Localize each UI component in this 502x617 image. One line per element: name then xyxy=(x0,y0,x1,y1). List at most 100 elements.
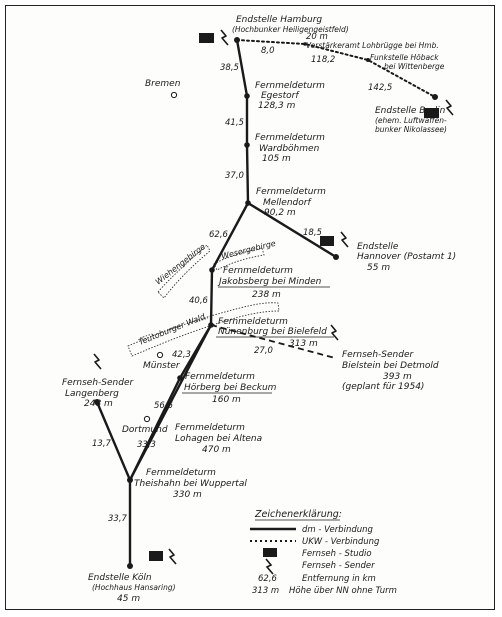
label-bielstein-l3: 393 m xyxy=(383,372,412,382)
bolt-icon-hannover xyxy=(340,231,349,248)
legend-studio-label: Fernseh - Studio xyxy=(302,549,372,559)
distance-37-0: 37,0 xyxy=(225,171,244,181)
node-koeln xyxy=(127,563,133,569)
label-theishahn-l1: Fernmeldeturm xyxy=(146,468,216,478)
station-labels: Endstelle Hamburg (Hochbunker Heiligenge… xyxy=(62,15,456,604)
distance-56-6: 56,6 xyxy=(154,401,174,411)
label-hannover-l2: Hannover (Postamt 1) xyxy=(357,252,456,262)
label-jakobsberg-l1: Fernmeldeturm xyxy=(223,266,293,276)
label-dortmund: Dortmund xyxy=(122,425,168,435)
distance-20m: 20 m xyxy=(306,32,328,42)
bolt-icon-hamburg xyxy=(220,29,229,46)
link-mellendorf-hannover xyxy=(246,201,338,259)
label-egestorf-l3: 128,3 m xyxy=(258,101,296,111)
distance-142-5: 142,5 xyxy=(368,83,392,93)
distance-18-5: 18,5 xyxy=(303,228,322,238)
label-nuenenburg-l3: 313 m xyxy=(289,339,318,349)
legend: Zeichenerklärung: dm - Verbindung UKW - … xyxy=(250,509,397,596)
mountain-wiehengebirge xyxy=(157,244,211,299)
label-egestorf-l2: Egestorf xyxy=(261,91,300,101)
sender-symbols xyxy=(93,29,454,565)
node-mellendorf xyxy=(245,200,251,206)
label-bielstein-l4: (geplant für 1954) xyxy=(342,382,424,392)
label-theishahn-l2: Theishahn bei Wuppertal xyxy=(134,479,247,489)
link-nuenenburg-lohagen-theishahn xyxy=(128,323,213,482)
node-hoback xyxy=(366,58,370,62)
node-berlin xyxy=(432,94,438,100)
label-nuenenburg-l1: Fernmeldeturm xyxy=(218,317,288,327)
label-koeln-l2: (Hochhaus Hansaring) xyxy=(92,583,176,592)
label-langenberg-l2: Langenberg xyxy=(65,389,119,399)
studio-block-hannover xyxy=(320,236,334,246)
node-lohbruegge xyxy=(303,42,307,46)
label-lohbruegge: Verstärkeramt Lohbrügge bei Hmb. xyxy=(306,41,439,50)
label-lohagen-l1: Fernmeldeturm xyxy=(175,423,245,433)
label-hoerberg-l3: 160 m xyxy=(212,395,241,405)
link-langenberg-theishahn xyxy=(95,400,132,482)
label-egestorf-l1: Fernmeldeturm xyxy=(255,81,325,91)
distance-27-0: 27,0 xyxy=(254,346,273,356)
label-bremen: Bremen xyxy=(145,79,181,89)
link-jakobsberg-nuenenburg xyxy=(209,268,214,327)
bolt-icon-langenberg xyxy=(93,353,102,370)
label-jakobsberg-l2: Jakobsberg bei Minden xyxy=(217,277,322,287)
distance-118-2: 118,2 xyxy=(311,55,335,65)
label-wardboehmen-l3: 105 m xyxy=(262,154,291,164)
label-hannover-l3: 55 m xyxy=(367,263,390,273)
label-berlin-sub1: (ehem. Luftwaffen- xyxy=(375,116,447,125)
distance-41-5: 41,5 xyxy=(225,118,244,128)
node-theishahn xyxy=(127,477,133,483)
link-hamburg-egestorf xyxy=(235,38,249,98)
legend-distance-label: Entfernung in km xyxy=(302,574,376,584)
label-langenberg-l1: Fernseh-Sender xyxy=(62,378,135,388)
legend-studio-icon xyxy=(263,548,277,557)
label-hannover-l1: Endstelle xyxy=(357,242,399,252)
distance-62-6: 62,6 xyxy=(209,230,229,240)
city-marker-dortmund xyxy=(143,415,151,423)
node-hoerberg xyxy=(177,375,183,381)
map-frame xyxy=(5,5,495,610)
label-mellendorf-l3: 90,2 m xyxy=(264,208,296,218)
link-mellendorf-jakobsberg xyxy=(210,201,250,272)
studio-symbols xyxy=(149,33,439,561)
label-hoerberg-l1: Fernmeldeturm xyxy=(185,372,255,382)
label-mellendorf-l1: Fernmeldeturm xyxy=(256,187,326,197)
mountain-teutoburger-wald xyxy=(127,302,280,357)
label-berlin-sub2: bunker Nikolassee) xyxy=(375,125,447,134)
studio-block-koeln xyxy=(149,551,163,561)
label-lohagen-l3: 470 m xyxy=(202,445,231,455)
legend-title: Zeichenerklärung: xyxy=(254,509,342,520)
distance-8-0: 8,0 xyxy=(261,46,275,56)
label-muenster: Münster xyxy=(143,361,181,371)
label-bielstein-l2: Bielstein bei Detmold xyxy=(342,361,439,371)
city-markers xyxy=(143,91,178,423)
label-wiehengebirge: Wiehengebirge xyxy=(154,242,207,287)
dm-links xyxy=(95,38,338,568)
label-teutoburger-wald: Teutoburger Wald xyxy=(137,312,207,347)
bolt-icon-bielstein xyxy=(330,324,339,341)
distance-33-3: 33,3 xyxy=(137,440,156,450)
node-hamburg xyxy=(234,37,240,43)
node-wardboehmen xyxy=(244,142,250,148)
link-nuenenburg-bielstein-planned xyxy=(210,324,336,359)
label-hamburg-sub: (Hochbunker Heiligengeistfeld) xyxy=(232,25,349,34)
studio-block-hamburg xyxy=(199,33,214,43)
distance-33-7: 33,7 xyxy=(108,514,128,524)
legend-sender-icon xyxy=(265,558,274,575)
legend-sender-label: Fernseh - Sender xyxy=(302,561,375,571)
node-jakobsberg xyxy=(209,267,215,273)
label-mellendorf-l2: Mellendorf xyxy=(263,198,312,208)
label-hamburg: Endstelle Hamburg xyxy=(236,15,322,25)
legend-height-label: Höhe über NN ohne Turm xyxy=(289,586,397,596)
bolt-icon-berlin xyxy=(445,99,454,116)
legend-distance-example: 62,6 xyxy=(258,574,278,584)
legend-height-example: 313 m xyxy=(252,586,279,596)
label-jakobsberg-l3: 238 m xyxy=(252,290,281,300)
label-hoback-sub: bei Wittenberge xyxy=(384,62,445,71)
label-hoback: Funkstelle Höback xyxy=(370,53,439,62)
label-wardboehmen-l2: Wardböhmen xyxy=(259,144,320,154)
distance-13-7: 13,7 xyxy=(92,439,112,449)
label-wardboehmen-l1: Fernmeldeturm xyxy=(255,133,325,143)
distance-38-5: 38,5 xyxy=(220,63,239,73)
node-nuenenburg xyxy=(208,322,214,328)
